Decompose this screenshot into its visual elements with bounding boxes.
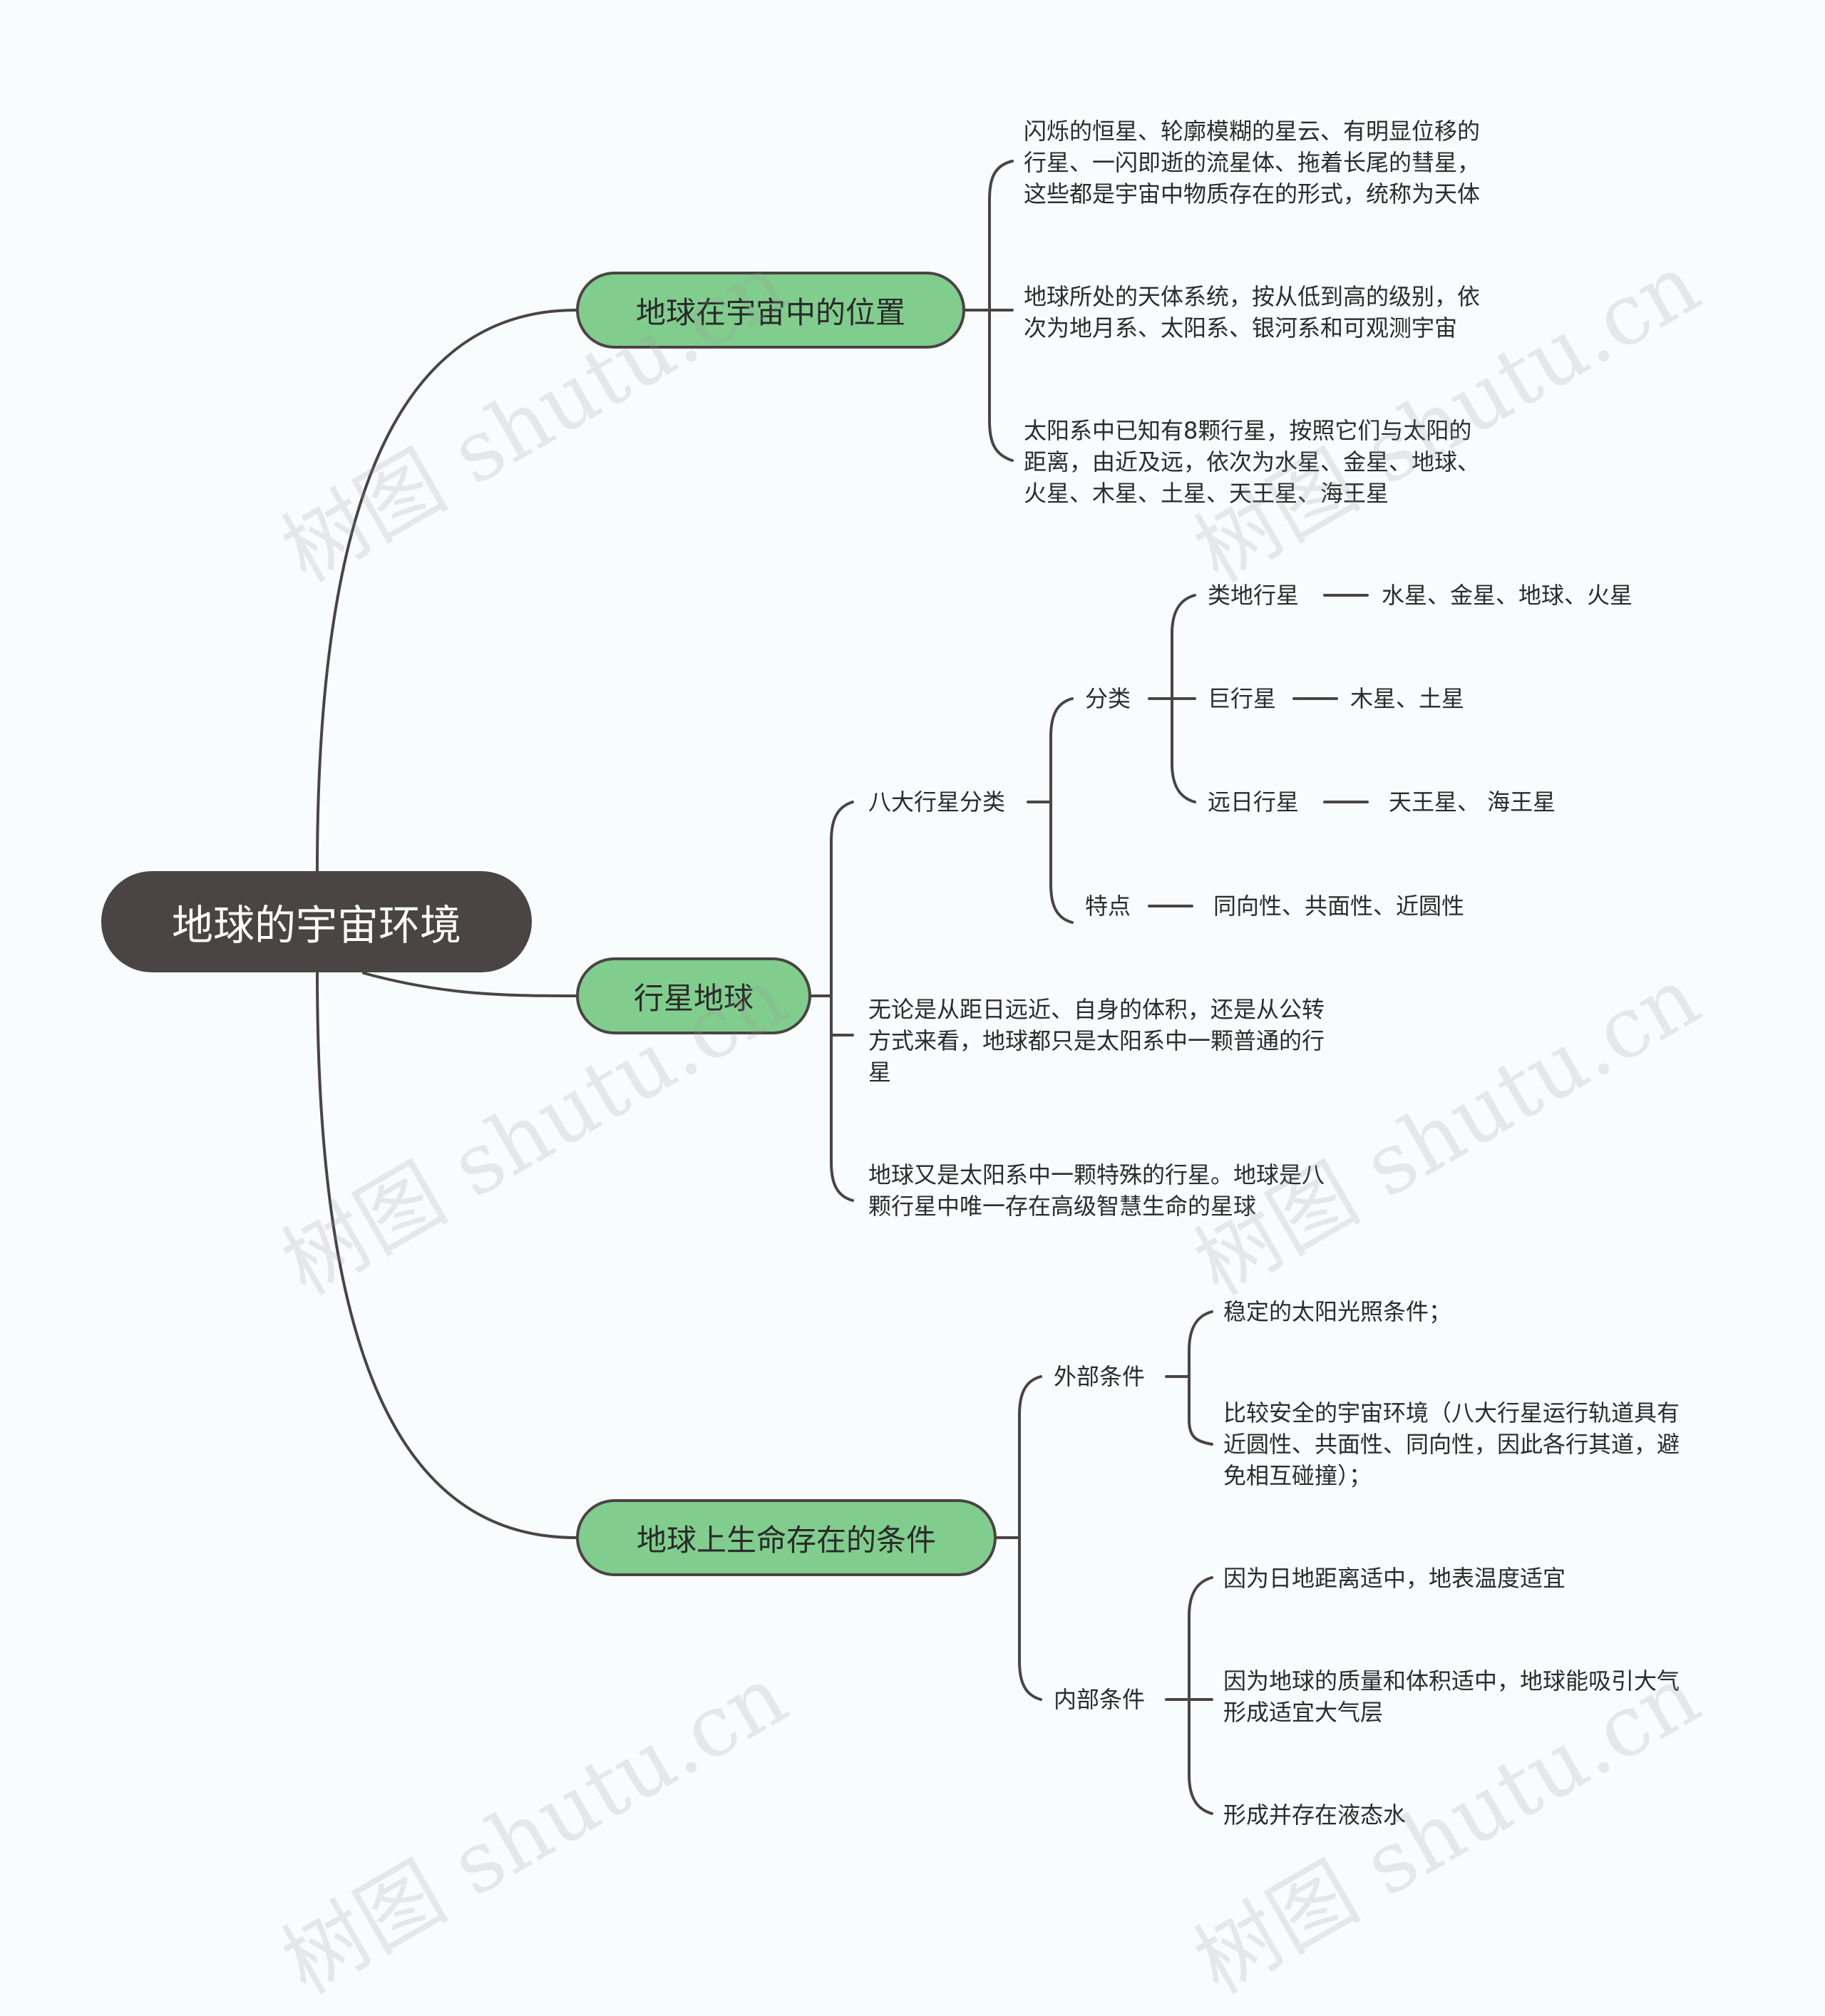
root-node[interactable]: 地球的宇宙环境: [101, 871, 532, 972]
leaf-stable-sunlight: 稳定的太阳光照条件；: [1223, 1298, 1452, 1325]
link-root-branch3: [316, 971, 577, 1539]
node-giant-planets[interactable]: 巨行星: [1208, 685, 1277, 712]
branch-life-conditions[interactable]: 地球上生命存在的条件: [576, 1499, 997, 1576]
value-features: 同向性、共面性、近圆性: [1213, 893, 1465, 920]
bracket-external: [1188, 1310, 1213, 1446]
branch-label: 行星地球: [633, 980, 754, 1016]
bracket-branch3: [1018, 1375, 1042, 1701]
connector-lines: [316, 160, 1369, 1815]
link-root-branch2: [362, 972, 577, 997]
leaf-safe-environment: 比较安全的宇宙环境（八大行星运行轨道具有近圆性、共面性、同向性，因此各行其道，避…: [1223, 1399, 1680, 1489]
leaf-atmosphere: 因为地球的质量和体积适中，地球能吸引大气形成适宜大气层: [1223, 1667, 1680, 1726]
node-external-conditions[interactable]: 外部条件: [1054, 1363, 1146, 1390]
leaf-liquid-water: 形成并存在液态水: [1223, 1801, 1407, 1829]
leaf-eight-planets: 太阳系中已知有8颗行星，按照它们与太阳的距离，由近及远，依次为水星、金星、地球、…: [1024, 417, 1481, 507]
branch-label: 地球上生命存在的条件: [636, 1522, 936, 1558]
node-features[interactable]: 特点: [1085, 893, 1131, 920]
branch-planet-earth[interactable]: 行星地球: [576, 957, 811, 1034]
value-giant-planets: 木星、土星: [1350, 685, 1465, 712]
link-root-branch1: [316, 309, 577, 873]
root-label: 地球的宇宙环境: [171, 901, 461, 950]
bracket-internal: [1188, 1576, 1213, 1815]
node-internal-conditions[interactable]: 内部条件: [1054, 1686, 1146, 1713]
value-outer-planets: 天王星、 海王星: [1389, 788, 1556, 816]
leaf-celestial-systems: 地球所处的天体系统，按从低到高的级别，依次为地月系、太阳系、银河系和可观测宇宙: [1024, 283, 1481, 341]
leaf-special-planet: 地球又是太阳系中一颗特殊的行星。地球是八颗行星中唯一存在高级智慧生命的星球: [868, 1161, 1325, 1220]
leaf-suitable-temperature: 因为日地距离适中，地表温度适宜: [1223, 1565, 1566, 1592]
branch-earth-position[interactable]: 地球在宇宙中的位置: [576, 272, 965, 349]
leaf-ordinary-planet: 无论是从距日远近、自身的体积，还是从公转方式来看，地球都只是太阳系中一颗普通的行…: [868, 996, 1325, 1086]
bracket-branch2: [830, 801, 854, 1202]
bracket-planets: [1049, 697, 1074, 924]
node-classify[interactable]: 分类: [1085, 685, 1131, 712]
node-terrestrial-planets[interactable]: 类地行星: [1208, 582, 1300, 609]
branch-label: 地球在宇宙中的位置: [635, 294, 905, 330]
value-terrestrial-planets: 水星、金星、地球、火星: [1382, 582, 1633, 609]
node-outer-planets[interactable]: 远日行星: [1208, 788, 1300, 816]
leaf-celestial-bodies: 闪烁的恒星、轮廓模糊的星云、有明显位移的行星、一闪即逝的流星体、拖着长尾的彗星，…: [1024, 118, 1481, 207]
node-planet-classification[interactable]: 八大行星分类: [868, 788, 1006, 816]
